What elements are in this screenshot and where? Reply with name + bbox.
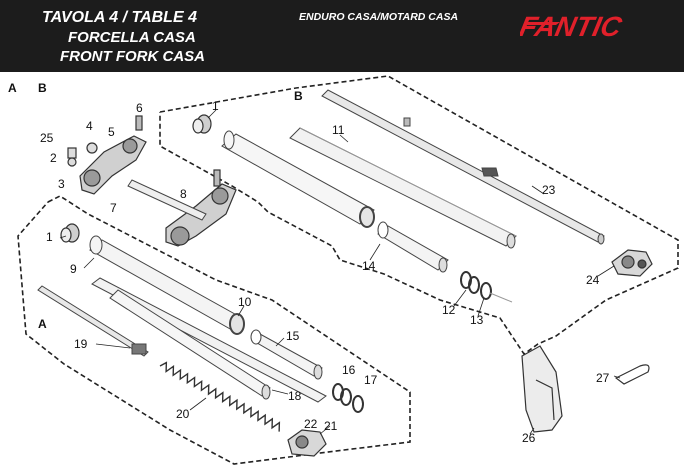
outer-tube-b <box>221 130 375 228</box>
part-number-6: 6 <box>136 101 143 115</box>
part-number-8: 8 <box>180 187 187 201</box>
part-number-17: 17 <box>364 373 378 387</box>
cap-1-a <box>60 223 80 243</box>
part-number-5: 5 <box>108 125 115 139</box>
table-subtitle-english: FRONT FORK CASA <box>60 48 205 65</box>
part-number-11: 11 <box>332 123 345 137</box>
inner-tube-18 <box>109 289 271 400</box>
part-number-21: 21 <box>324 419 338 433</box>
part-number-22: 22 <box>304 417 318 431</box>
seal-rings-12-13 <box>460 271 513 303</box>
bushing-15 <box>250 329 323 380</box>
logo-stroke-icon <box>526 22 560 25</box>
part-number-25: 25 <box>40 131 54 145</box>
seal-rings-16-17 <box>332 383 364 413</box>
fork-tube-11 <box>289 127 517 249</box>
section-b-label: B <box>38 81 47 95</box>
spring-20 <box>159 361 281 432</box>
cable-clip-27 <box>614 364 650 385</box>
part-number-1-b: 1 <box>212 99 219 113</box>
exploded-parts-diagram: A B B A 1 11 23 24 14 12 13 6 4 5 25 2 3… <box>8 75 679 465</box>
small-parts-25-2-4 <box>67 142 98 167</box>
part-number-19: 19 <box>74 337 88 351</box>
damper-rod-23 <box>321 89 605 245</box>
part-number-4: 4 <box>86 119 93 133</box>
outer-tube-a <box>91 277 327 403</box>
part-number-3: 3 <box>58 177 65 191</box>
brand-logo-text: FANTIC <box>520 10 625 42</box>
part-number-10: 10 <box>238 295 252 309</box>
fork-tube-9 <box>89 235 245 335</box>
group-b-label: B <box>294 89 303 103</box>
table-subtitle-italian: FORCELLA CASA <box>68 29 196 46</box>
group-a-outline <box>17 195 411 465</box>
table-title: TAVOLA 4 / TABLE 4 <box>42 9 197 26</box>
part-number-14: 14 <box>362 259 376 273</box>
fork-guard-26 <box>521 345 563 433</box>
part-number-16: 16 <box>342 363 356 377</box>
part-number-7: 7 <box>110 201 117 215</box>
axle-clamp-24 <box>611 249 653 277</box>
part-number-1-a: 1 <box>46 230 53 244</box>
part-number-13: 13 <box>470 313 484 327</box>
axle-clamp-21-22 <box>287 429 327 457</box>
cap-1-b <box>192 114 212 134</box>
upper-triple-clamp <box>79 115 147 195</box>
part-number-27: 27 <box>596 371 610 385</box>
part-number-24: 24 <box>586 273 600 287</box>
part-number-12: 12 <box>442 303 456 317</box>
bushing-14 <box>377 221 449 273</box>
part-number-15: 15 <box>286 329 300 343</box>
group-a-label: A <box>38 317 47 331</box>
fantic-logo: FANTIC <box>520 10 625 42</box>
leader-lines <box>59 109 621 435</box>
part-number-2: 2 <box>50 151 57 165</box>
section-a-label: A <box>8 81 17 95</box>
group-b-outline <box>159 75 679 356</box>
page-header: TAVOLA 4 / TABLE 4 FORCELLA CASA FRONT F… <box>0 0 684 72</box>
steering-stem <box>127 179 207 221</box>
part-number-20: 20 <box>176 407 190 421</box>
damper-rod-19 <box>37 285 149 357</box>
part-number-9: 9 <box>70 262 77 276</box>
part-number-26: 26 <box>522 431 536 445</box>
model-name: ENDURO CASA/MOTARD CASA <box>299 11 459 23</box>
part-number-18: 18 <box>288 389 302 403</box>
part-number-23: 23 <box>542 183 556 197</box>
